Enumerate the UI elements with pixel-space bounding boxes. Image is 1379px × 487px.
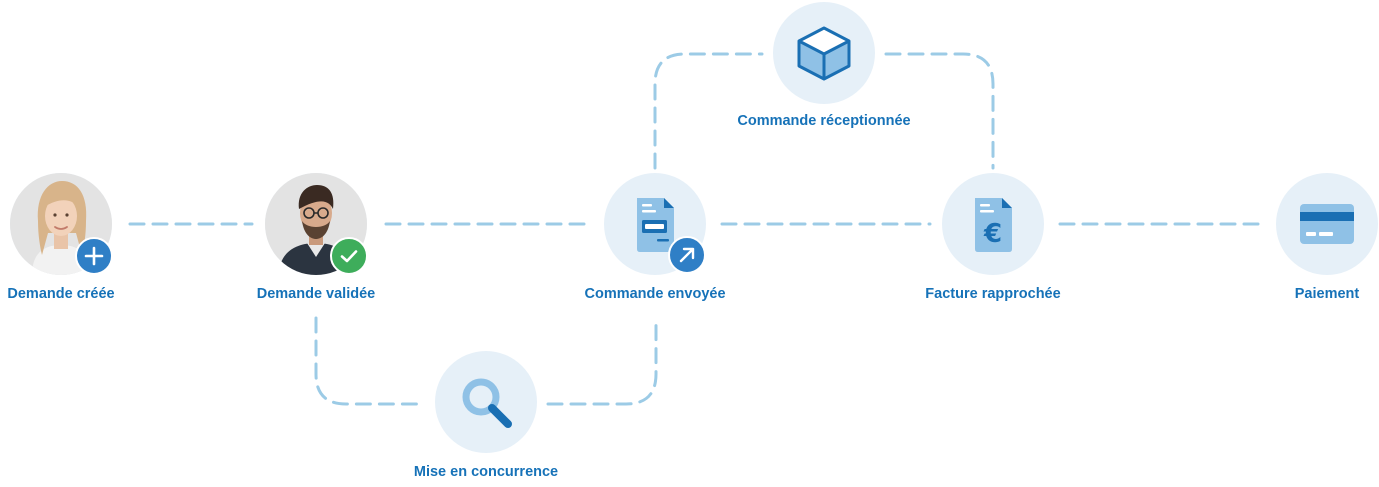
magnifier-icon bbox=[462, 378, 512, 428]
step-commande-receptionnee bbox=[773, 2, 875, 104]
connector-envoyee-receptionnee bbox=[653, 52, 764, 170]
check-icon bbox=[340, 250, 358, 263]
label-commande-receptionnee: Commande réceptionnée bbox=[737, 113, 911, 129]
label-mise-en-concurrence: Mise en concurrence bbox=[413, 464, 559, 480]
document-icon bbox=[637, 198, 674, 252]
step-demande-validee bbox=[265, 173, 368, 275]
step-commande-envoyee bbox=[604, 173, 706, 275]
label-commande-envoyee: Commande envoyée bbox=[584, 286, 726, 302]
arrow-badge bbox=[668, 236, 706, 274]
step-mise-en-concurrence bbox=[435, 351, 537, 453]
step-demande-creee bbox=[10, 173, 113, 275]
step-paiement bbox=[1276, 173, 1378, 275]
connector-validee-concurrence bbox=[314, 316, 426, 406]
label-demande-creee: Demande créée bbox=[7, 286, 115, 302]
arrow-up-right-icon bbox=[679, 247, 695, 263]
box-icon bbox=[797, 26, 851, 81]
credit-card-icon bbox=[1300, 204, 1354, 244]
euro-invoice-icon: € bbox=[975, 198, 1012, 252]
connector-receptionnee-facture bbox=[884, 52, 995, 170]
step-facture-rapprochee: € bbox=[942, 173, 1044, 275]
label-demande-validee: Demande validée bbox=[256, 286, 376, 302]
plus-badge bbox=[75, 237, 113, 275]
connector-concurrence-envoyee bbox=[546, 316, 658, 406]
plus-icon bbox=[84, 246, 104, 266]
svg-text:€: € bbox=[983, 219, 1002, 249]
check-badge bbox=[330, 237, 368, 275]
label-paiement: Paiement bbox=[1294, 286, 1360, 302]
label-facture-rapprochee: Facture rapprochée bbox=[925, 286, 1061, 302]
